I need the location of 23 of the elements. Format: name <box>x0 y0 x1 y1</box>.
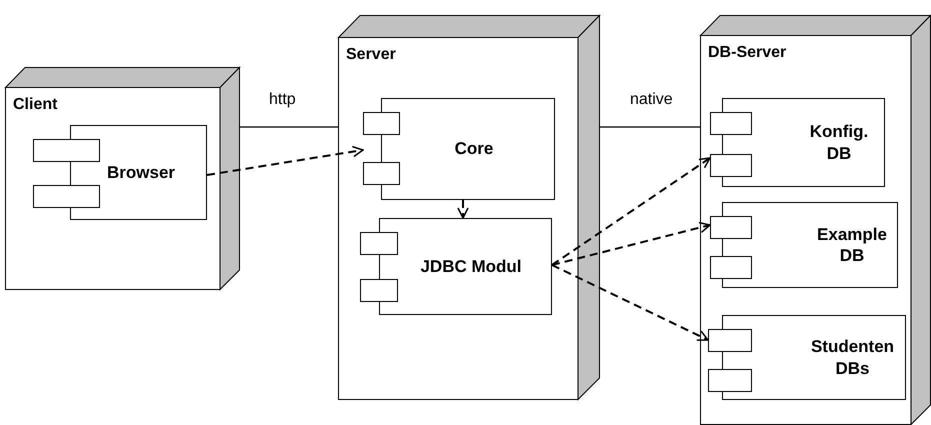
component-symbol <box>710 98 885 187</box>
component-name: Core <box>454 138 494 160</box>
component-symbol <box>708 315 906 400</box>
component-name: Studenten DBs <box>810 336 896 379</box>
component-name: Konfig. DB <box>808 121 870 164</box>
dependency-arrow <box>457 200 469 219</box>
connection-line <box>600 126 700 128</box>
component-symbol <box>360 218 552 315</box>
connection-line <box>240 126 338 128</box>
dependency-arrow <box>552 222 711 266</box>
component-symbol <box>363 98 555 200</box>
node-title: Client <box>13 95 58 114</box>
node-title: DB-Server <box>708 43 786 62</box>
dependency-arrow <box>552 264 709 341</box>
edge-label: http <box>267 91 298 109</box>
component-name: JDBC Modul <box>420 256 522 278</box>
component-name: Browser <box>106 162 176 184</box>
node-title: Server <box>346 45 396 64</box>
component-name: Example DB <box>816 224 888 266</box>
component-symbol <box>33 125 207 220</box>
dependency-arrow <box>551 157 711 266</box>
component-symbol <box>710 202 898 288</box>
dependency-arrow <box>206 146 364 176</box>
